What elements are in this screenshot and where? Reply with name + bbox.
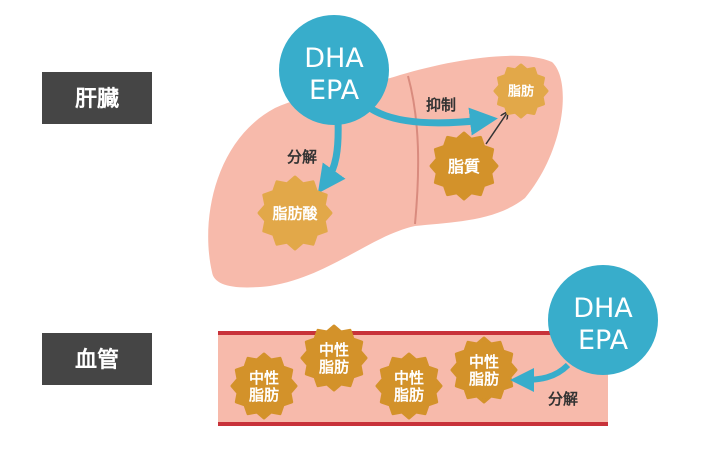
- star-label: 中性: [469, 353, 499, 371]
- fat-badge: 脂肪: [493, 63, 549, 119]
- star-label: 脂肪: [319, 358, 349, 376]
- dha-text: DHA: [304, 43, 364, 74]
- conversion-arrow: [485, 113, 507, 145]
- star-label: 脂肪酸: [272, 204, 318, 222]
- vessel-label: 血管: [75, 347, 119, 373]
- star-label: 脂肪: [469, 370, 499, 388]
- star-label: 脂肪: [507, 84, 534, 100]
- dha-text: DHA: [573, 293, 633, 324]
- star-shape: [493, 63, 549, 119]
- breakdown-label: 分解: [287, 148, 317, 166]
- epa-text: EPA: [578, 325, 629, 356]
- liver-fissure: [407, 75, 420, 225]
- star-shape: [450, 336, 518, 404]
- star-label: 脂質: [448, 157, 480, 176]
- vessel-breakdown-arrow: [510, 362, 571, 392]
- dha-epa-circle-vessel: DHA EPA: [548, 265, 658, 375]
- star-label: 中性: [319, 341, 349, 359]
- star-label: 中性: [394, 369, 424, 387]
- suppress-label: 抑制: [426, 96, 456, 114]
- vessel-breakdown-label: 分解: [548, 390, 578, 408]
- star-label: 脂肪: [249, 386, 279, 404]
- breakdown-arrow: [317, 119, 346, 194]
- section-label-vessel: 血管: [42, 333, 152, 385]
- star-shape: [375, 352, 443, 420]
- fatty-acid-badge: 脂肪酸: [257, 175, 333, 251]
- lipid-badge: 脂質: [429, 131, 499, 201]
- star-shape: [257, 175, 333, 251]
- star-label: 脂肪: [394, 386, 424, 404]
- dha-epa-circle-liver: DHA EPA: [279, 15, 389, 125]
- star-shape: [230, 352, 298, 420]
- liver-label: 肝臓: [75, 87, 119, 112]
- star-label: 中性: [249, 369, 279, 387]
- section-label-liver: 肝臓: [42, 72, 152, 124]
- star-shape: [300, 324, 368, 392]
- suppress-arrow: [368, 105, 498, 136]
- epa-text: EPA: [309, 75, 360, 106]
- star-shape: [429, 131, 499, 201]
